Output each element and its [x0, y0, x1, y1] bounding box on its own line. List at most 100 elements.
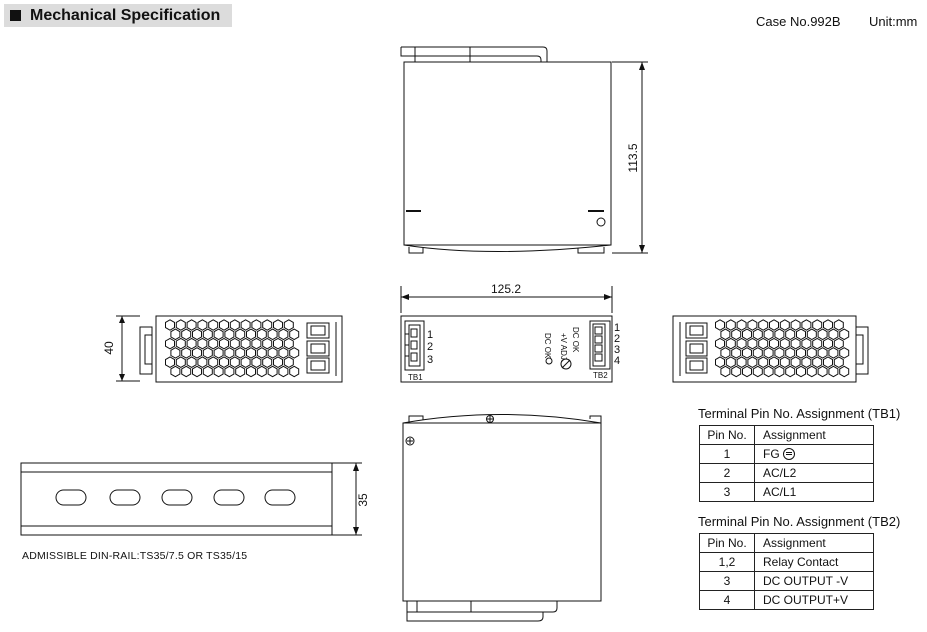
- tb1-pin-table: Pin No. Assignment 1 FG 2 AC/L2 3 AC/L1: [699, 425, 874, 502]
- vent-hole: [186, 319, 197, 331]
- vent-hole: [801, 319, 812, 331]
- vent-hole: [278, 328, 289, 341]
- table-row: 3 DC OUTPUT -V: [699, 571, 874, 591]
- vent-hole: [725, 337, 736, 350]
- vent-hole: [208, 356, 219, 368]
- vent-hole: [240, 319, 251, 331]
- vadj-label: +V ADJ.: [559, 333, 568, 362]
- vent-hole: [165, 356, 175, 368]
- vent-hole: [763, 328, 774, 341]
- vent-hole: [742, 365, 752, 378]
- assignment-cell: AC/L2: [754, 463, 874, 483]
- vent-hole: [170, 347, 181, 359]
- section-header: Mechanical Specification: [4, 4, 232, 27]
- vent-hole: [181, 328, 192, 341]
- vent-hole: [246, 328, 256, 341]
- vent-hole: [219, 337, 229, 350]
- vent-hole: [289, 347, 300, 359]
- vent-hole: [278, 365, 289, 378]
- vent-hole: [235, 328, 246, 341]
- vent-hole: [202, 365, 213, 378]
- vent-hole: [256, 328, 267, 341]
- vent-hole: [796, 365, 806, 378]
- table-row: 1,2 Relay Contact: [699, 552, 874, 572]
- vent-hole: [747, 319, 758, 331]
- vent-hole: [229, 356, 240, 368]
- vent-hole: [828, 328, 839, 341]
- vent-hole: [170, 365, 181, 378]
- vent-hole: [213, 365, 224, 378]
- vent-hole: [715, 337, 725, 350]
- ground-icon: [782, 448, 795, 460]
- table-row: 4 DC OUTPUT+V: [699, 590, 874, 610]
- vent-hole: [208, 319, 219, 331]
- vent-hole: [763, 347, 774, 359]
- vent-hole: [181, 347, 192, 359]
- vent-hole: [213, 347, 224, 359]
- dim-rail-height: 35: [356, 493, 370, 507]
- assignment-cell: Relay Contact: [754, 552, 874, 572]
- vent-hole: [278, 347, 289, 359]
- vent-hole: [165, 337, 175, 350]
- dc-ok-led-icon: [545, 357, 553, 365]
- assignment-cell: DC OUTPUT+V: [754, 590, 874, 610]
- tb2-pin-3: 3: [614, 344, 620, 356]
- tb1-table-title: Terminal Pin No. Assignment (TB1): [698, 406, 901, 421]
- tb2-pin-2: 2: [614, 333, 620, 345]
- side-view-bottom: [402, 414, 602, 622]
- vent-hole: [262, 319, 273, 331]
- assignment-cell: FG: [754, 444, 874, 464]
- vent-hole: [833, 319, 844, 331]
- tb2-pin-4: 4: [614, 355, 620, 367]
- vent-hole: [823, 356, 833, 368]
- vent-hole: [823, 319, 833, 331]
- vent-hole: [202, 347, 213, 359]
- vent-hole: [779, 356, 790, 368]
- vent-hole: [812, 337, 823, 350]
- right-end-view: [672, 315, 869, 383]
- vent-hole: [785, 347, 796, 359]
- vent-hole: [817, 328, 828, 341]
- vent-hole: [251, 337, 262, 350]
- vent-hole: [186, 337, 197, 350]
- unit-label: Unit:mm: [869, 14, 918, 29]
- vent-hole: [839, 365, 850, 378]
- vent-hole: [262, 356, 273, 368]
- vent-hole: [747, 337, 758, 350]
- dim-width: 125.2: [491, 282, 521, 296]
- vent-hole: [769, 337, 779, 350]
- vent-hole: [731, 347, 742, 359]
- vent-hole: [273, 337, 283, 350]
- vent-hole: [725, 319, 736, 331]
- tb1-pin-1: 1: [427, 329, 433, 341]
- vent-hole: [256, 347, 267, 359]
- pin-cell: 4: [699, 590, 755, 610]
- vent-hole: [224, 365, 235, 378]
- front-view: 125.2 1 2 3 TB1 DC OK +V ADJ. DC OK 1 2 …: [400, 282, 620, 383]
- vent-holes-right: [715, 319, 850, 378]
- table-row: 3 AC/L1: [699, 482, 874, 502]
- dim-depth: 40: [102, 341, 116, 355]
- vent-hole: [219, 356, 229, 368]
- vent-hole: [715, 356, 725, 368]
- vent-hole: [817, 347, 828, 359]
- vent-hole: [785, 365, 796, 378]
- vent-hole: [833, 337, 844, 350]
- table-header-row: Pin No. Assignment: [699, 425, 874, 445]
- vent-hole: [806, 365, 817, 378]
- header-assignment: Assignment: [754, 425, 874, 445]
- tb1-pin-3: 3: [427, 354, 433, 366]
- header-square-icon: [10, 10, 21, 21]
- vent-hole: [246, 365, 256, 378]
- vent-hole: [731, 328, 742, 341]
- vent-hole: [801, 356, 812, 368]
- left-end-view: 40: [102, 315, 343, 383]
- vent-hole: [283, 319, 294, 331]
- dc-ok-contact-label: DC OK: [571, 327, 580, 353]
- vent-hole: [235, 365, 246, 378]
- vent-hole: [192, 347, 202, 359]
- vent-hole: [181, 365, 192, 378]
- vent-hole: [736, 356, 747, 368]
- vent-hole: [267, 365, 278, 378]
- vent-hole: [839, 328, 850, 341]
